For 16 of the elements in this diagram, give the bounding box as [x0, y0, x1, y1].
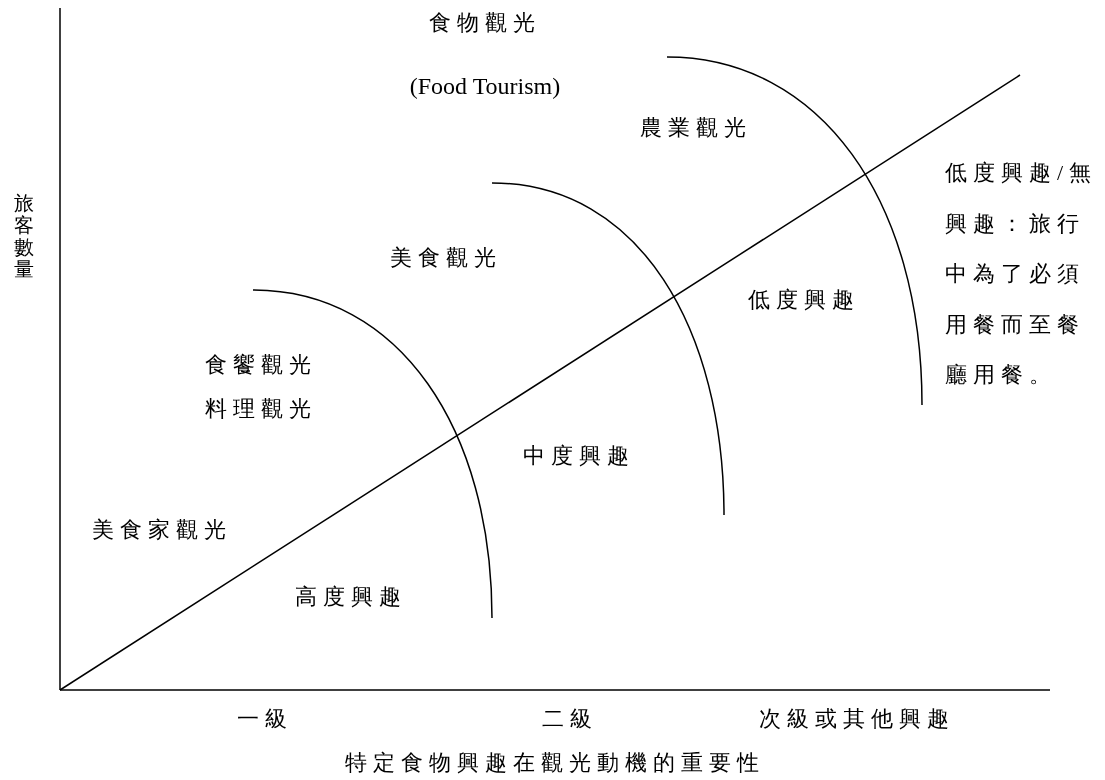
- axis-title: 特定食物興趣在觀光動機的重要性: [345, 750, 765, 777]
- tick-label: 二級: [542, 706, 598, 733]
- interest-label: 中度興趣: [523, 443, 635, 470]
- interest-label: 高度興趣: [295, 584, 407, 611]
- tick-label: 次級或其他興趣: [759, 706, 955, 733]
- interest-label: 低度興趣: [748, 287, 860, 314]
- title-text: 食物觀光: [429, 10, 541, 37]
- region-label: 食饗觀光: [205, 352, 317, 379]
- note-text: 低度興趣/無興趣：旅行中為了必須用餐而至餐廳用餐。: [945, 159, 1099, 390]
- subtitle-text: (Food Tourism): [409, 72, 561, 101]
- region-label: 美食家觀光: [92, 517, 232, 544]
- region-label: 美食觀光: [390, 245, 502, 272]
- region-label: 農業觀光: [640, 115, 752, 142]
- region-label: 料理觀光: [205, 396, 317, 423]
- axis-label: 旅客數量: [14, 192, 34, 280]
- tick-label: 一級: [237, 706, 293, 733]
